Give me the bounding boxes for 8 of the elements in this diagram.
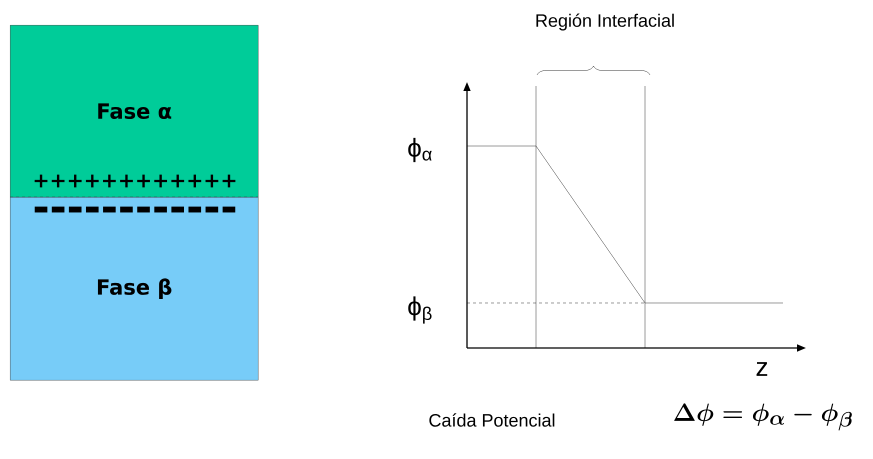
axis-label: ϕ$_{α}$	[408, 138, 432, 162]
caption-text: Caída Potencial	[429, 413, 554, 427]
formula: $\Delta\phi = \phi_{\alpha} - \phi_{\beta}$	[674, 403, 852, 430]
minus-charges: ------------	[34, 206, 236, 212]
axis-title: Región Interfacial	[536, 14, 674, 30]
axis-label: ϕ$_{β}$	[408, 296, 432, 324]
plus-charges: ++++++++++++	[34, 174, 236, 188]
axis-label: z	[756, 362, 768, 376]
